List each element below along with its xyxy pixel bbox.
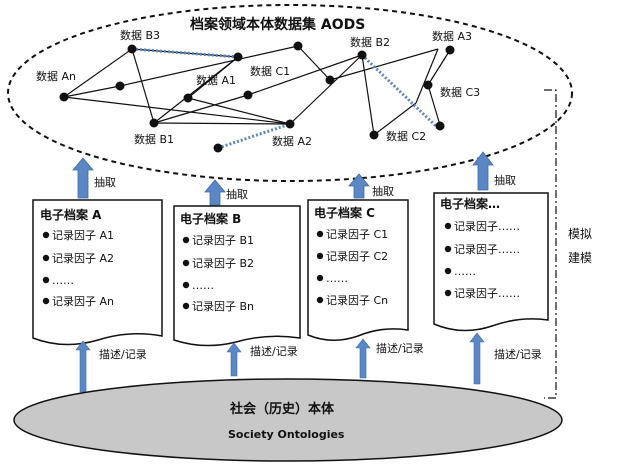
modeling-label-2: 建模 <box>568 251 592 265</box>
document-a-title: 电子档案 A <box>40 207 102 222</box>
dotted-links <box>131 47 440 150</box>
document-d-title: 电子档案… <box>440 196 500 211</box>
label-c3: 数据 C3 <box>440 85 480 99</box>
label-a2: 数据 A2 <box>272 134 312 148</box>
describe-label-a: 描述/记录 <box>99 347 147 361</box>
describe-arrow-b <box>226 342 242 377</box>
document-a-item-4: 记录因子 An <box>52 295 114 308</box>
modeling-bracket <box>544 89 557 399</box>
dataset-title: 档案领域本体数据集 AODS <box>190 16 365 33</box>
describe-arrow-a <box>75 340 91 393</box>
extract-arrow-c <box>348 173 370 199</box>
node-a1 <box>183 93 193 103</box>
node-a2 <box>285 119 295 129</box>
node-right-low <box>435 121 445 131</box>
label-c1: 数据 C1 <box>250 64 290 78</box>
node-a3 <box>445 45 455 55</box>
extract-arrow-a <box>72 157 94 199</box>
document-c-item-3: …… <box>326 272 348 285</box>
network-edges <box>63 45 451 136</box>
node-c3 <box>423 80 433 90</box>
society-title: 社会（历史）本体 <box>229 401 335 417</box>
document-d-item-4: 记录因子…… <box>454 287 520 300</box>
society-ontology-ellipse <box>13 378 563 462</box>
node-mid <box>325 75 335 85</box>
document-d-item-1: 记录因子…… <box>454 220 520 233</box>
document-d-content: 电子档案… 记录因子…… 记录因子…… …… 记录因子…… <box>440 196 520 300</box>
describe-label-d: 描述/记录 <box>494 347 542 361</box>
document-b-item-3: …… <box>192 279 214 292</box>
extract-arrow-d <box>472 151 494 191</box>
node-labels: 数据 B3 数据 An 数据 A1 数据 C1 数据 B2 数据 A3 数据 C… <box>36 28 480 148</box>
node-bottom <box>213 143 223 153</box>
aods-dataset-ellipse <box>7 4 573 182</box>
document-d <box>433 192 549 332</box>
label-b1: 数据 B1 <box>134 132 174 146</box>
document-d-item-2: 记录因子…… <box>454 243 520 256</box>
extract-arrows <box>72 151 494 206</box>
document-a <box>32 199 163 346</box>
extract-label-b: 抽取 <box>226 187 248 201</box>
node-b1 <box>149 118 159 128</box>
label-a1: 数据 A1 <box>196 73 236 87</box>
label-c2: 数据 C2 <box>386 129 426 143</box>
describe-arrows <box>75 332 485 393</box>
node-c1 <box>243 90 253 100</box>
document-b <box>173 205 301 347</box>
document-a-item-2: 记录因子 A2 <box>52 252 114 265</box>
document-c <box>307 199 409 341</box>
document-a-item-1: 记录因子 A1 <box>52 229 114 242</box>
document-c-item-2: 记录因子 C2 <box>326 250 388 263</box>
label-a3: 数据 A3 <box>432 29 472 43</box>
document-b-item-2: 记录因子 B2 <box>192 257 254 270</box>
document-c-item-1: 记录因子 C1 <box>326 228 388 241</box>
node-an <box>59 92 69 102</box>
document-b-content: 电子档案 B 记录因子 B1 记录因子 B2 …… 记录因子 Bn <box>180 211 254 313</box>
describe-labels: 描述/记录 描述/记录 描述/记录 描述/记录 <box>99 341 542 361</box>
document-a-item-3: …… <box>52 274 74 287</box>
node-b3 <box>127 44 137 54</box>
node-top <box>293 41 303 51</box>
node-a1-upper <box>233 52 243 62</box>
label-b3: 数据 B3 <box>120 28 160 42</box>
describe-arrow-c <box>355 338 371 379</box>
document-b-item-4: 记录因子 Bn <box>192 300 254 313</box>
extract-label-d: 抽取 <box>494 173 516 187</box>
describe-arrow-d <box>469 332 485 385</box>
document-c-item-4: 记录因子 Cn <box>326 294 388 307</box>
describe-label-b: 描述/记录 <box>250 344 298 358</box>
extract-label-c: 抽取 <box>372 184 394 198</box>
document-d-item-3: …… <box>454 265 476 278</box>
describe-label-c: 描述/记录 <box>376 341 424 355</box>
document-c-content: 电子档案 C 记录因子 C1 记录因子 C2 …… 记录因子 Cn <box>314 205 388 307</box>
node-c2 <box>369 130 379 140</box>
node-mid-left <box>115 81 125 91</box>
document-b-item-1: 记录因子 B1 <box>192 234 254 247</box>
label-an: 数据 An <box>36 69 76 83</box>
label-b2: 数据 B2 <box>350 35 390 49</box>
extract-label-a: 抽取 <box>94 175 116 189</box>
document-c-title: 电子档案 C <box>314 205 375 220</box>
document-b-title: 电子档案 B <box>180 211 241 226</box>
document-a-content: 电子档案 A 记录因子 A1 记录因子 A2 …… 记录因子 An <box>40 207 114 308</box>
society-subtitle: Society Ontologies <box>228 428 345 441</box>
modeling-label-1: 模拟 <box>568 227 592 241</box>
node-b2 <box>357 50 367 60</box>
documents <box>32 192 549 347</box>
network-nodes <box>59 41 455 153</box>
extract-arrow-b <box>204 179 226 206</box>
extract-labels: 抽取 抽取 抽取 抽取 <box>94 173 516 201</box>
